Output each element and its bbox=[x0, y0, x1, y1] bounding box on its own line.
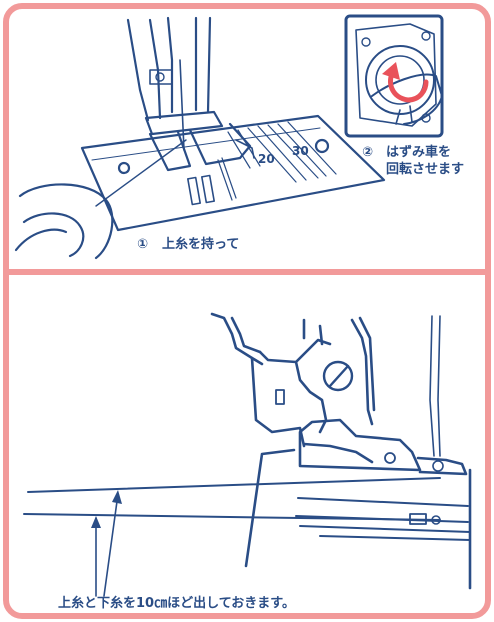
step1-text: 上糸を持って bbox=[162, 237, 240, 252]
sewing-machine-top-illustration bbox=[14, 16, 386, 260]
arrowhead-upper-thread-icon bbox=[112, 490, 122, 504]
scale-label-30: 30 bbox=[292, 144, 309, 158]
step1-number: ① bbox=[137, 237, 149, 252]
outer-frame bbox=[3, 3, 491, 619]
arrowhead-lower-thread-icon bbox=[91, 516, 101, 528]
step2-line1: はずみ車を bbox=[386, 145, 452, 160]
bottom-caption: 上糸と下糸を10㎝ほど出しておきます。 bbox=[58, 596, 296, 611]
scale-label-20: 20 bbox=[258, 152, 275, 166]
rotation-arrowhead-icon bbox=[382, 62, 400, 80]
step2-line2: 回転させます bbox=[386, 162, 465, 177]
rotation-arrow-icon bbox=[388, 67, 429, 103]
step2-number: ② bbox=[362, 145, 374, 160]
sewing-machine-bottom-illustration bbox=[23, 312, 472, 597]
